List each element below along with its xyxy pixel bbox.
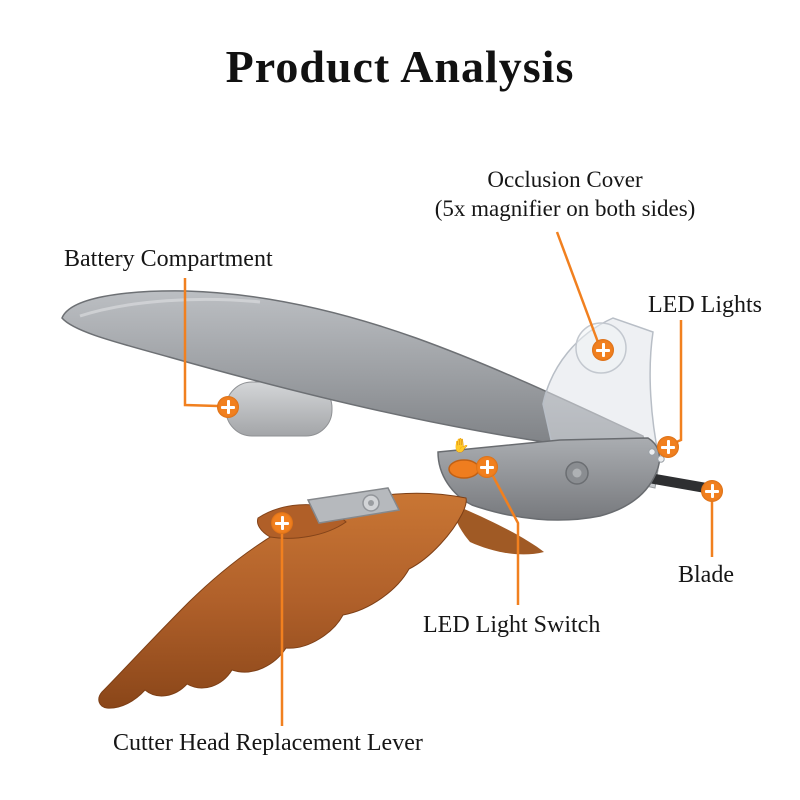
pivot-screw-center	[572, 468, 582, 478]
plus-marker-icon-led-lights	[657, 436, 679, 458]
lever-screw-center	[368, 500, 374, 506]
blade-part	[648, 473, 707, 493]
body-part	[437, 437, 661, 521]
label-occlusion-cover-line2: (5x magnifier on both sides)	[434, 195, 696, 221]
label-battery-compartment: Battery Compartment	[64, 246, 273, 272]
page-title: Product Analysis	[225, 41, 575, 92]
plus-marker-icon-cutter	[271, 512, 293, 534]
top-handle-highlight	[79, 297, 261, 318]
led-switch-part	[448, 459, 480, 479]
plus-marker-icon-led-switch	[476, 456, 498, 478]
plus-marker-icon-battery	[217, 396, 239, 418]
label-led-lights: LED Lights	[648, 292, 762, 318]
label-occlusion-cover: Occlusion Cover (5x magnifier on both si…	[380, 166, 750, 224]
label-blade: Blade	[678, 562, 734, 588]
plus-marker-icon-blade	[701, 480, 723, 502]
plus-marker-icon-occlusion	[592, 339, 614, 361]
label-led-light-switch: LED Light Switch	[423, 612, 601, 638]
label-occlusion-cover-line1: Occlusion Cover	[487, 167, 643, 192]
hand-icon: ✋	[452, 437, 469, 454]
led-dot-icon	[648, 448, 656, 456]
label-cutter-head-replacement-lever: Cutter Head Replacement Lever	[113, 730, 423, 756]
